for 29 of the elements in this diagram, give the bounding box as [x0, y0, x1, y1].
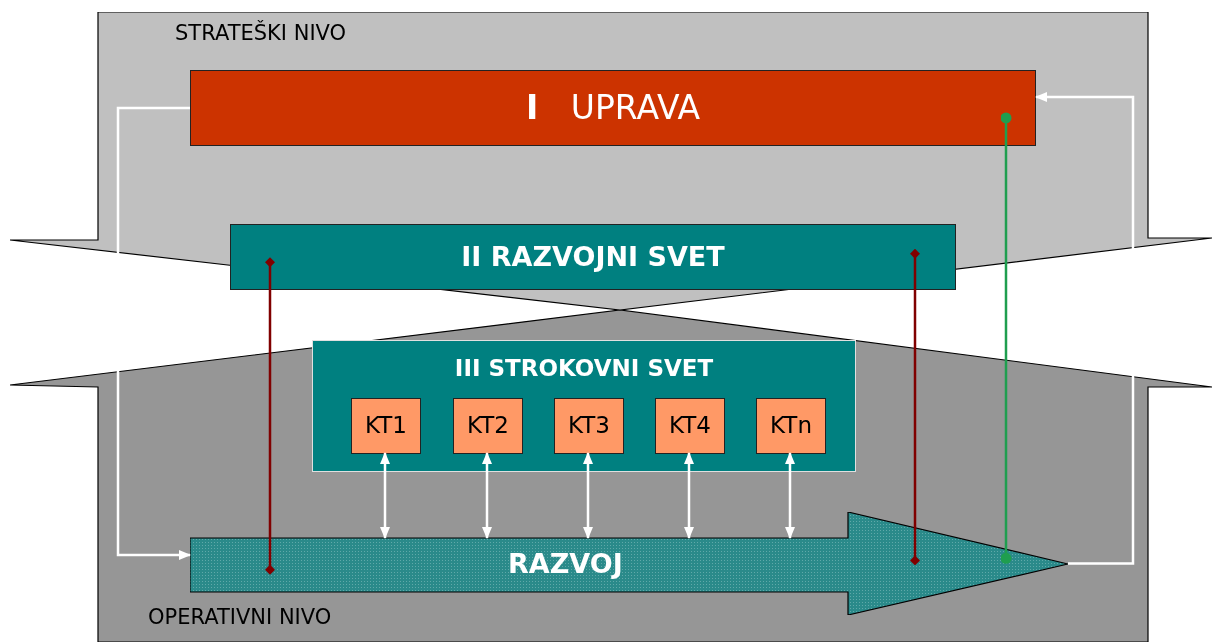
node-label: I UPRAVA	[526, 89, 700, 127]
arrow	[482, 452, 492, 539]
arrow	[116, 106, 191, 560]
expert-council-panel	[312, 340, 856, 472]
kt-box	[453, 398, 523, 454]
kt-box	[554, 398, 624, 454]
node-label: KTn	[770, 413, 812, 439]
arrow	[684, 452, 694, 539]
arrow	[380, 452, 390, 539]
management-box	[190, 70, 1036, 146]
kt-box	[655, 398, 725, 454]
node-label: RAZVOJ	[508, 548, 623, 579]
kt-box	[756, 398, 826, 454]
connector-line	[265, 257, 275, 575]
connector-line	[1000, 112, 1012, 564]
node-label: STRATEŠKI NIVO	[175, 21, 347, 45]
node-label: KT4	[669, 413, 711, 439]
node-label: III STROKOVNI SVET	[454, 356, 714, 382]
node-label: KT3	[568, 413, 610, 439]
node-label: OPERATIVNI NIVO	[148, 605, 332, 629]
node-label: KT1	[365, 413, 407, 439]
node-label: II RAZVOJNI SVET	[461, 242, 725, 272]
arrow	[785, 452, 795, 539]
arrow	[583, 452, 593, 539]
connector-line	[910, 248, 920, 566]
kt-box	[351, 398, 421, 454]
operational-level-band	[10, 310, 1212, 642]
arrow	[1035, 92, 1135, 565]
node-label: KT2	[467, 413, 509, 439]
